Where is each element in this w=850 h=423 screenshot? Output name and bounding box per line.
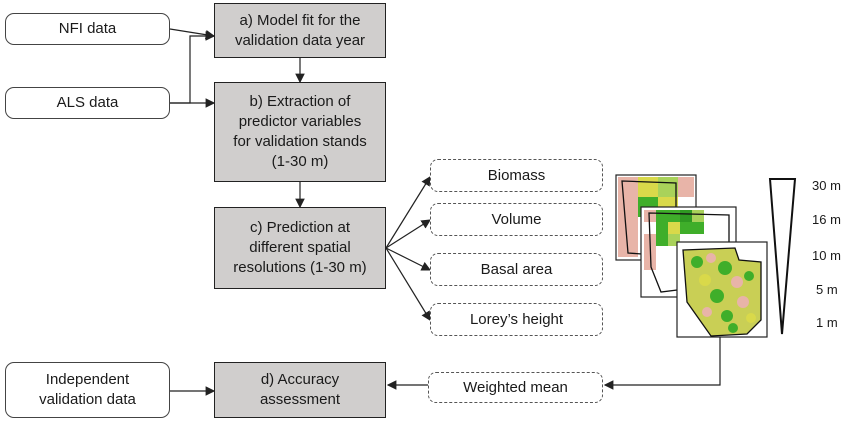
arrow-maps-to-weighted-mean (603, 335, 721, 390)
step-a-model-fit: a) Model fit for the validation data yea… (214, 3, 386, 58)
step-b-line1: b) Extraction of (249, 93, 351, 110)
resolution-label-10m: 10 m (812, 248, 841, 263)
resolution-label-16m: 16 m (812, 212, 841, 227)
map-1m (676, 241, 768, 338)
resolution-label-1m: 1 m (816, 315, 838, 330)
resolution-label-5m: 5 m (816, 282, 838, 297)
arrow-c-to-loreys-height (385, 247, 431, 322)
step-a-line1: a) Model fit for the (239, 11, 361, 29)
arrow-c-to-volume (385, 219, 432, 249)
output-volume: Volume (430, 203, 603, 236)
arrow-c-to-basal-area (385, 247, 432, 271)
als-data-label: ALS data (56, 94, 119, 111)
independent-label-line1: Independent (45, 371, 130, 388)
step-b-extraction: b) Extraction of predictor variables for… (214, 82, 386, 182)
resolution-label-30m: 30 m (812, 178, 841, 193)
output-basal-area-label: Basal area (480, 260, 553, 278)
step-c-prediction: c) Prediction at different spatial resol… (214, 207, 386, 289)
output-volume-label: Volume (491, 210, 542, 228)
independent-label-line2: validation data (39, 391, 136, 408)
output-loreys-height-label: Lorey’s height (469, 310, 564, 328)
output-biomass: Biomass (430, 159, 603, 192)
resolution-wedge-icon (768, 178, 797, 335)
step-d-line1: d) Accuracy (260, 371, 340, 388)
step-c-line1: c) Prediction at (249, 219, 351, 236)
step-c-line3: resolutions (1-30 m) (233, 259, 367, 276)
output-basal-area: Basal area (430, 253, 603, 286)
arrow-c-to-biomass (385, 175, 431, 249)
output-biomass-label: Biomass (487, 166, 546, 184)
weighted-mean-label: Weighted mean (463, 378, 568, 396)
step-b-line3: for validation stands (233, 133, 367, 150)
independent-validation-data-box: Independent validation data (5, 362, 170, 418)
step-b-line4: (1-30 m) (271, 153, 329, 170)
step-d-accuracy: d) Accuracy assessment (214, 362, 386, 418)
step-d-line2: assessment (259, 391, 341, 408)
step-c-line2: different spatial (249, 239, 351, 256)
step-a-line2: validation data year (234, 31, 366, 49)
weighted-mean-box: Weighted mean (428, 372, 603, 403)
step-b-line2: predictor variables (238, 113, 362, 130)
nfi-data-label: NFI data (58, 20, 117, 37)
als-data-box: ALS data (5, 87, 170, 119)
output-loreys-height: Lorey’s height (430, 303, 603, 336)
nfi-data-box: NFI data (5, 13, 170, 45)
